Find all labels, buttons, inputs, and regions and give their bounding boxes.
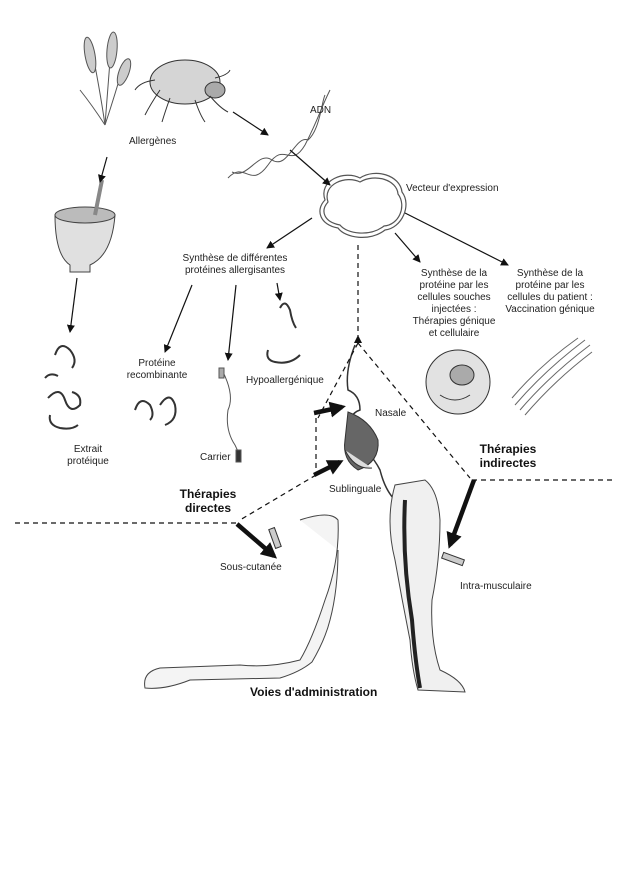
plasmid-icon xyxy=(319,172,407,238)
label-hypoallergenique: Hypoallergénique xyxy=(246,375,324,386)
label-synthese-souches: Synthèse de la protéine par les cellules… xyxy=(412,268,496,339)
cell-icon xyxy=(425,349,491,415)
label-allergenes: Allergènes xyxy=(129,136,177,147)
protein-icon xyxy=(266,302,301,364)
muscle-fiber-icon xyxy=(511,337,593,416)
leg-icon xyxy=(389,479,466,693)
label-synthese-patient: Synthèse de la protéine par les cellules… xyxy=(505,268,595,315)
arm-icon xyxy=(144,514,339,689)
label-therapies-directes: Thérapies directes xyxy=(179,487,237,515)
label-carrier: Carrier xyxy=(200,452,231,463)
protein-icon xyxy=(134,396,177,426)
label-voies-administration: Voies d'administration xyxy=(250,685,378,699)
label-synthese-differentes: Synthèse de différentes protéines allerg… xyxy=(182,253,288,276)
label-nasale: Nasale xyxy=(375,408,407,419)
mouth-icon xyxy=(344,344,396,501)
mite-icon xyxy=(134,59,231,123)
protein-icon xyxy=(44,345,82,430)
label-extrait-proteique: Extrait protéique xyxy=(67,444,109,467)
label-vecteur: Vecteur d'expression xyxy=(406,183,499,194)
label-proteine-recombinante: Protéine recombinante xyxy=(126,358,188,381)
label-therapies-indirectes: Thérapies indirectes xyxy=(479,442,537,470)
syringe-icon xyxy=(268,526,466,567)
label-intra-musculaire: Intra-musculaire xyxy=(460,581,532,592)
label-sous-cutanee: Sous-cutanée xyxy=(220,562,282,573)
dna-icon xyxy=(227,89,331,179)
label-sublinguale: Sublinguale xyxy=(329,484,382,495)
wheat-icon xyxy=(79,31,132,126)
protein-icon xyxy=(218,367,242,463)
label-adn: ADN xyxy=(310,105,332,116)
mortar-icon xyxy=(54,179,116,273)
